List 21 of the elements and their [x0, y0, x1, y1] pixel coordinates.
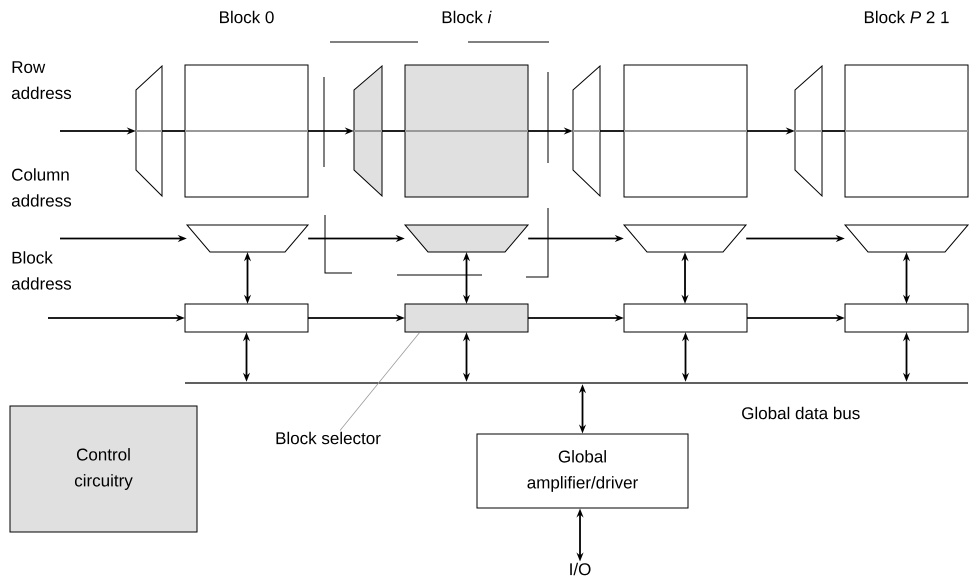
- signal-label: Row address: [12, 61, 72, 100]
- text-box: Global amplifier/driver: [476, 434, 688, 508]
- block-heading: Block 0: [220, 10, 274, 24]
- decoder-trapezoid: [136, 64, 162, 198]
- io-label: I/O: [570, 562, 591, 576]
- block-selector-box: [404, 304, 528, 332]
- memory-array-box: [624, 64, 748, 198]
- block-selector-box: [844, 304, 968, 332]
- decoder-trapezoid: [794, 64, 822, 198]
- bus-label: Global data bus: [742, 406, 860, 420]
- signal-label: Column address: [12, 168, 72, 207]
- signal-label: Block address: [12, 251, 72, 290]
- text-box: Control circuitry: [10, 406, 198, 532]
- callout-text: Block selector: [276, 432, 381, 444]
- block-heading: Block i: [442, 10, 492, 24]
- block-selector-box: [184, 304, 308, 332]
- leader-line: [340, 332, 420, 431]
- block-heading: Block P 2 1: [864, 10, 949, 24]
- block-selector-box: [624, 304, 748, 332]
- decoder-trapezoid: [354, 64, 382, 198]
- decoder-trapezoid: [572, 64, 600, 198]
